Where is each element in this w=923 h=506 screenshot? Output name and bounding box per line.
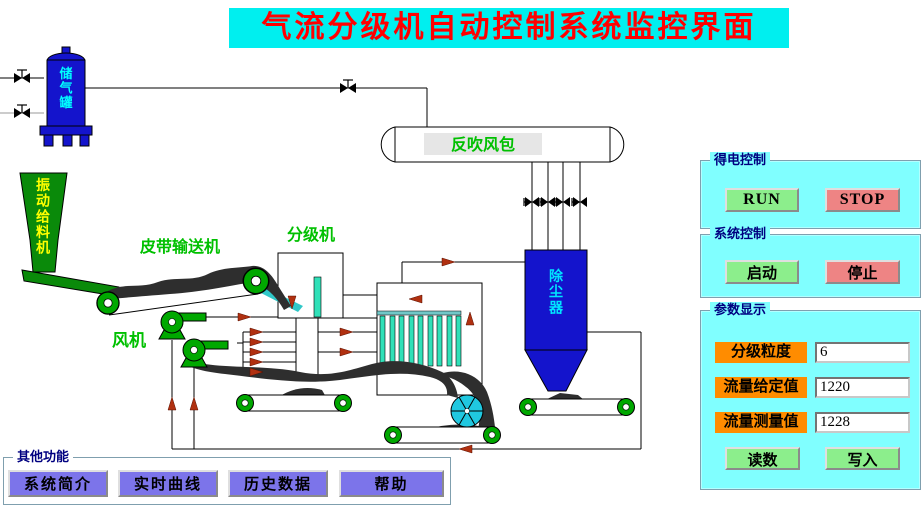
blowback-air-bag: 反吹风包	[380, 126, 625, 163]
dust-collector: 除尘器	[524, 249, 588, 392]
storage-tank-label: 储气罐	[58, 66, 72, 110]
product-conveyors	[236, 394, 635, 444]
other-functions-group-label: 其他功能	[13, 449, 74, 465]
rotary-valve	[450, 394, 484, 428]
flow-measured-input[interactable]	[815, 412, 910, 433]
parameter-display-group-label: 参数显示	[710, 302, 771, 318]
other-functions-group: 其他功能 系统简介 实时曲线 历史数据 帮助	[3, 449, 451, 505]
particle-size-input[interactable]	[815, 342, 910, 363]
particle-size-label: 分级粒度	[715, 342, 807, 363]
classifier-label: 分级机	[287, 225, 335, 244]
storage-tank: 储气罐	[39, 46, 93, 147]
fans	[158, 310, 229, 368]
write-button[interactable]: 写入	[825, 447, 900, 470]
read-button[interactable]: 读数	[725, 447, 800, 470]
realtime-curve-button[interactable]: 实时曲线	[118, 470, 218, 497]
parameter-display-group: 参数显示 分级粒度 流量给定值 流量测量值 读数 写入	[700, 302, 921, 490]
start-button[interactable]: 启动	[725, 260, 799, 284]
stop-button[interactable]: STOP	[825, 188, 900, 212]
flow-arrows	[167, 257, 475, 454]
flow-setpoint-input[interactable]	[815, 377, 910, 398]
run-button[interactable]: RUN	[725, 188, 799, 212]
system-intro-button[interactable]: 系统简介	[8, 470, 108, 497]
vibrating-feeder: 振动给料机	[19, 172, 122, 298]
pipes	[0, 77, 642, 450]
power-control-group-label: 得电控制	[710, 152, 771, 168]
help-button[interactable]: 帮助	[339, 470, 444, 497]
system-control-group-label: 系统控制	[710, 226, 771, 242]
page-title: 气流分级机自动控制系统监控界面	[229, 8, 789, 48]
flow-measured-label: 流量测量值	[715, 412, 807, 433]
blowback-air-bag-label: 反吹风包	[451, 135, 515, 154]
history-data-button[interactable]: 历史数据	[228, 470, 328, 497]
power-control-group: 得电控制 RUN STOP	[700, 152, 921, 229]
fan-label: 风机	[112, 330, 146, 350]
equipment-captions: 皮带输送机 分级机 风机	[112, 225, 335, 350]
classifier-bars	[379, 315, 462, 367]
dust-collector-label: 除尘器	[548, 268, 564, 316]
system-control-group: 系统控制 启动 停止	[700, 226, 921, 298]
flow-setpoint-label: 流量给定值	[715, 377, 807, 398]
halt-button[interactable]: 停止	[825, 260, 900, 284]
belt-conveyor-label: 皮带输送机	[139, 237, 220, 256]
belt-conveyor	[96, 265, 291, 315]
vibrating-feeder-label: 振动给料机	[36, 177, 50, 257]
